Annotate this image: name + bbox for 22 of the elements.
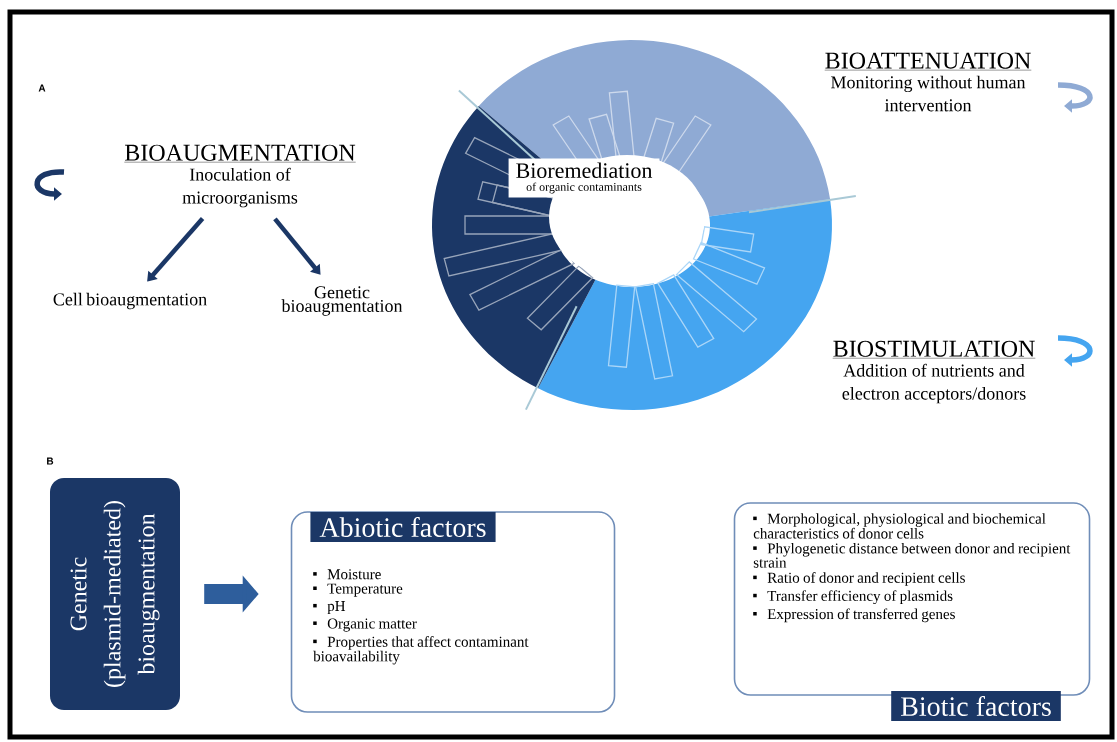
bullet-item: Transfer efficiency of plasmids <box>753 590 953 605</box>
panel-letter: B <box>47 457 54 465</box>
method-label: BIOSTIMULATION Addition of nutrients and electron acceptors/donors <box>832 340 1036 404</box>
arrow <box>273 217 321 275</box>
bullet-item: Organic matter <box>313 618 417 632</box>
rounded-box: Genetic (plasmid-mediated) bioaugmentation <box>50 478 180 710</box>
bullet-item: Ratio of donor and recipient cells <box>753 572 965 586</box>
method-label: Genetic bioaugmentation <box>281 286 403 316</box>
method-label: Cell bioaugmentation <box>53 292 207 310</box>
method-label: BIOAUGMENTATION Inoculation of microorganisms <box>124 144 356 208</box>
bullet-item: Phylogenetic distance between donor and recipient strain <box>753 542 1071 568</box>
node-label: Biotic factors <box>901 696 1051 716</box>
bullet-item: pH <box>313 601 346 615</box>
center-label: Bioremediation of organic contaminants <box>508 158 660 198</box>
bullet-item: Temperature <box>313 583 403 597</box>
arrow <box>147 217 205 282</box>
bullet-item: Properties that affect contaminant bioavailability <box>313 636 529 665</box>
bullet-item: Expression of transferred genes <box>753 608 955 623</box>
method-label: BIOATTENUATION Monitoring without human intervention <box>824 52 1032 112</box>
bullet-item: Moisture <box>313 569 381 580</box>
bullet-item: Morphological, physiological and biochemical characteristics of donor cells <box>753 513 1046 539</box>
panel-letter: A <box>38 84 46 92</box>
